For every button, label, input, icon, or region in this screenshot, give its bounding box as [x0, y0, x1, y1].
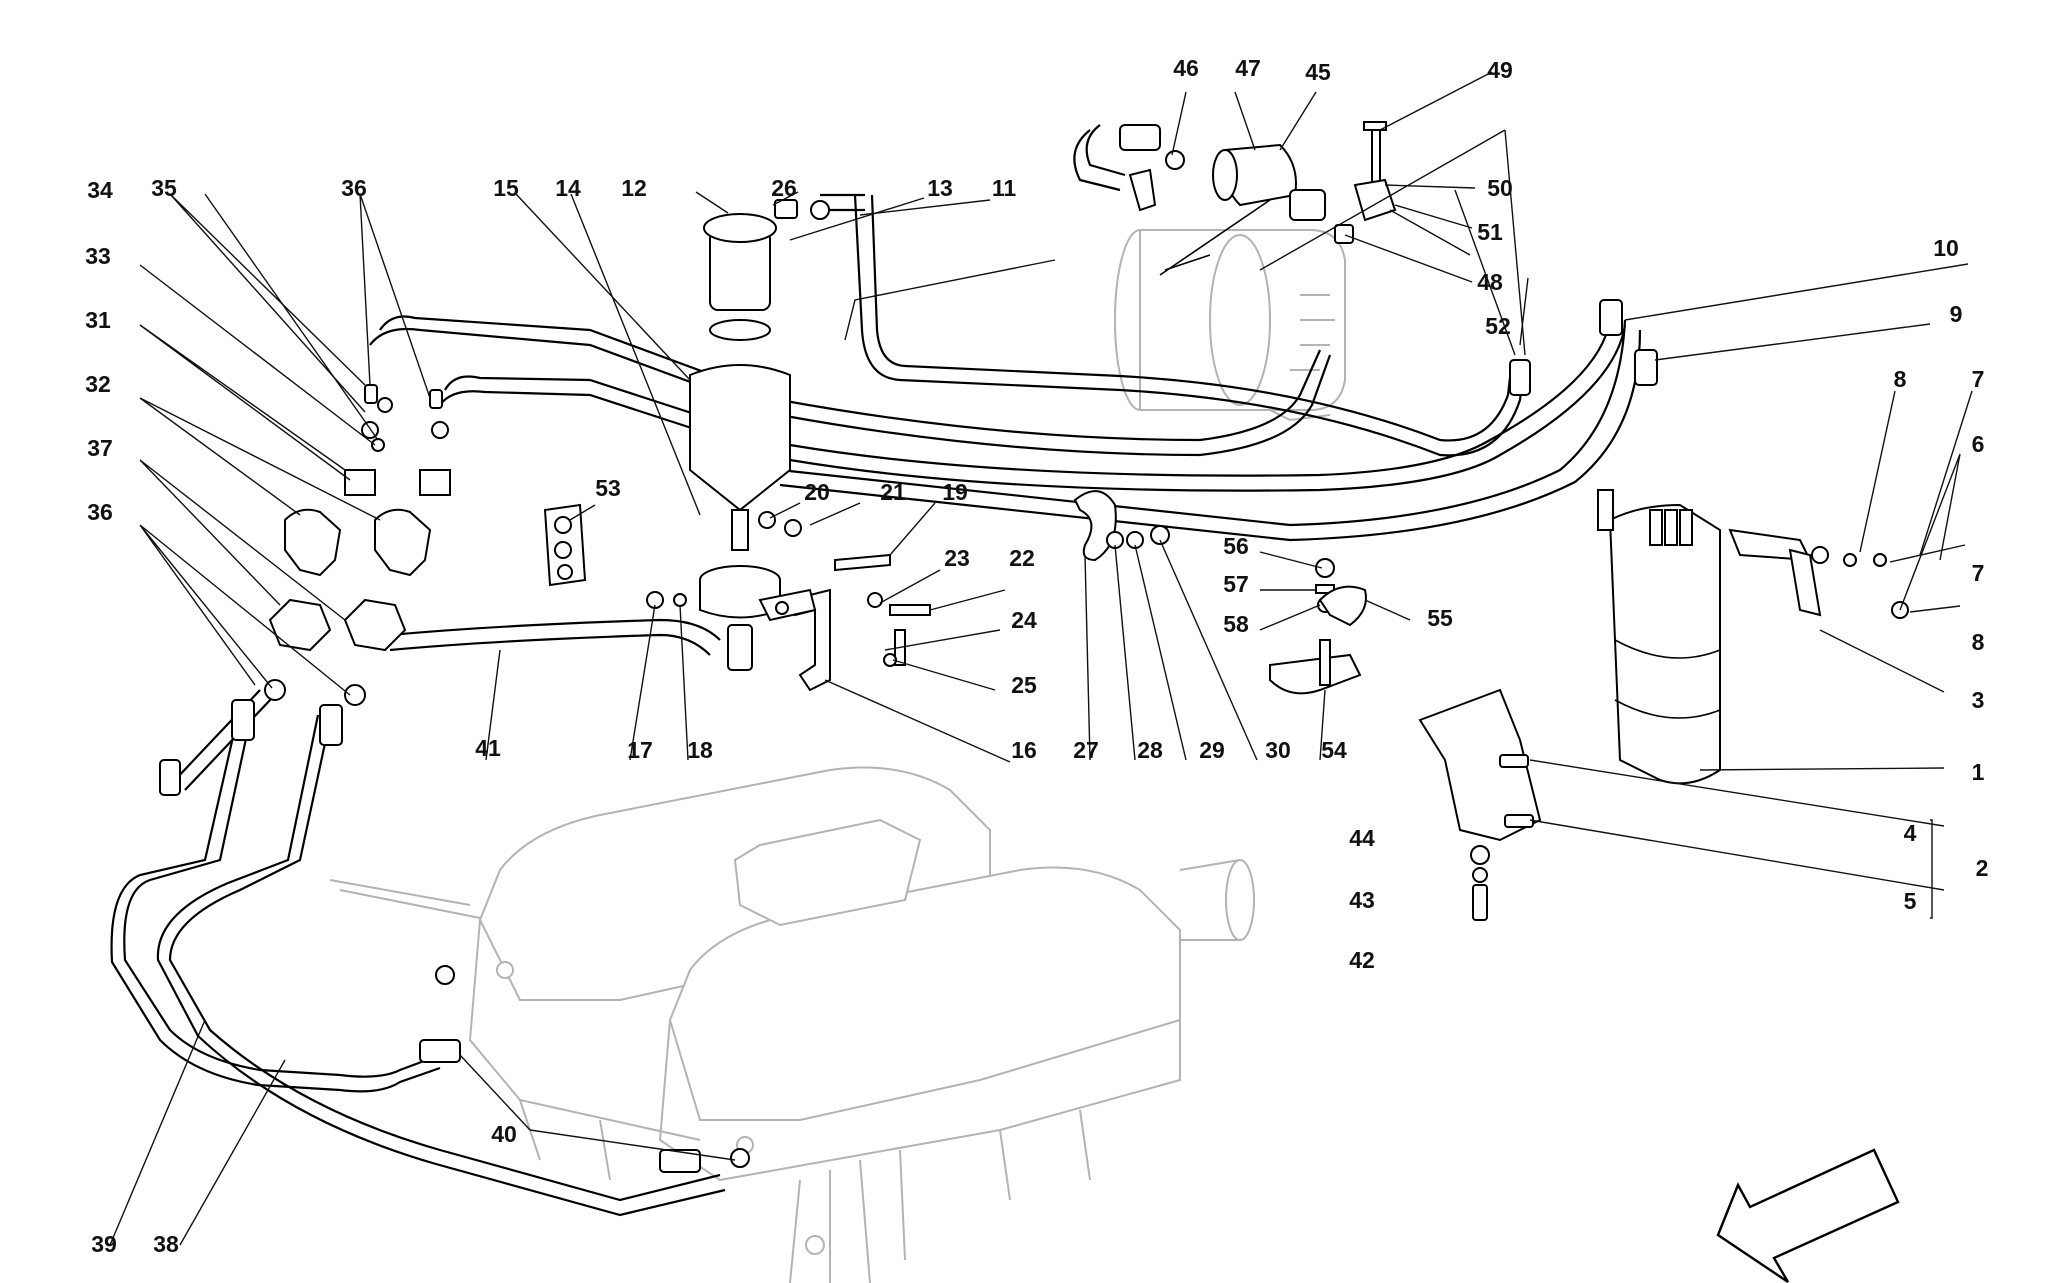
callout-39: 39	[91, 1231, 117, 1257]
small-fasteners	[646, 511, 931, 667]
callout-8: 8	[1894, 366, 1907, 392]
callout-19: 19	[942, 479, 968, 505]
callout-46: 46	[1173, 55, 1199, 81]
charcoal-canister	[1597, 489, 1721, 785]
callout-54: 54	[1321, 737, 1347, 763]
callout-48: 48	[1477, 269, 1503, 295]
callout-36: 36	[87, 499, 113, 525]
engine-intake-plenum-ghost	[329, 766, 1255, 1283]
callout-18: 18	[687, 737, 713, 763]
callout-45: 45	[1305, 59, 1331, 85]
callout-28: 28	[1137, 737, 1163, 763]
callout-4: 4	[1904, 820, 1917, 846]
callout-24: 24	[1011, 607, 1037, 633]
callout-3: 3	[1972, 687, 1985, 713]
injector-clamps-left	[264, 384, 451, 706]
front-direction-arrow-icon	[1716, 1148, 1900, 1283]
callout-49: 49	[1487, 57, 1513, 83]
fuel-hoses	[110, 193, 1642, 1217]
callout-22: 22	[1009, 545, 1035, 571]
callout-42: 42	[1349, 947, 1375, 973]
bracket-54-55	[1269, 558, 1367, 695]
callout-29: 29	[1199, 737, 1225, 763]
callout-26: 26	[771, 175, 797, 201]
callout-23: 23	[944, 545, 970, 571]
bracket-16	[758, 588, 831, 692]
callout-58: 58	[1223, 611, 1249, 637]
callout-33: 33	[85, 243, 111, 269]
callout-7: 7	[1972, 560, 1985, 586]
callout-36: 36	[341, 175, 367, 201]
callout-41: 41	[475, 735, 501, 761]
callout-15: 15	[493, 175, 519, 201]
callout-55: 55	[1427, 605, 1453, 631]
fuel-filter-assembly	[689, 199, 830, 671]
callout-2: 2	[1976, 855, 1989, 881]
callout-6: 6	[1972, 431, 1985, 457]
callout-21: 21	[880, 479, 906, 505]
callout-53: 53	[595, 475, 621, 501]
callout-56: 56	[1223, 533, 1249, 559]
callout-11: 11	[992, 175, 1017, 201]
callout-27: 27	[1073, 737, 1099, 763]
callout-34: 34	[87, 177, 113, 203]
callout-8: 8	[1972, 629, 1985, 655]
callout-1: 1	[1972, 759, 1985, 785]
callout-9: 9	[1950, 301, 1963, 327]
callout-43: 43	[1349, 887, 1375, 913]
clip-53	[543, 503, 587, 587]
callout-17: 17	[627, 737, 653, 763]
canister-bracket	[1418, 528, 1909, 921]
callout-57: 57	[1223, 571, 1249, 597]
callout-37: 37	[87, 435, 113, 461]
callout-30: 30	[1265, 737, 1291, 763]
callout-44: 44	[1349, 825, 1375, 851]
callout-50: 50	[1487, 175, 1513, 201]
clips-27-30	[1073, 490, 1170, 562]
callout-10: 10	[1933, 235, 1959, 261]
callout-52: 52	[1485, 313, 1511, 339]
callout-32: 32	[85, 371, 111, 397]
callout-31: 31	[85, 307, 111, 333]
callout-38: 38	[153, 1231, 179, 1257]
hose-connectors	[159, 299, 1658, 1173]
callout-14: 14	[555, 175, 581, 201]
callout-25: 25	[1011, 672, 1037, 698]
callout-35: 35	[151, 175, 177, 201]
callout-12: 12	[621, 175, 647, 201]
callout-labels: 1 2 3 4 5 6 7 7 8 8 9 10 11 12 13 14 15 …	[85, 55, 1988, 1257]
canister-ghost	[1114, 229, 1346, 422]
callout-7: 7	[1972, 366, 1985, 392]
callout-20: 20	[804, 479, 830, 505]
callout-16: 16	[1011, 737, 1037, 763]
callout-13: 13	[927, 175, 953, 201]
callout-40: 40	[491, 1121, 517, 1147]
callout-47: 47	[1235, 55, 1261, 81]
callout-5: 5	[1904, 888, 1917, 914]
callout-51: 51	[1477, 219, 1503, 245]
leader-lines	[109, 71, 1973, 1246]
